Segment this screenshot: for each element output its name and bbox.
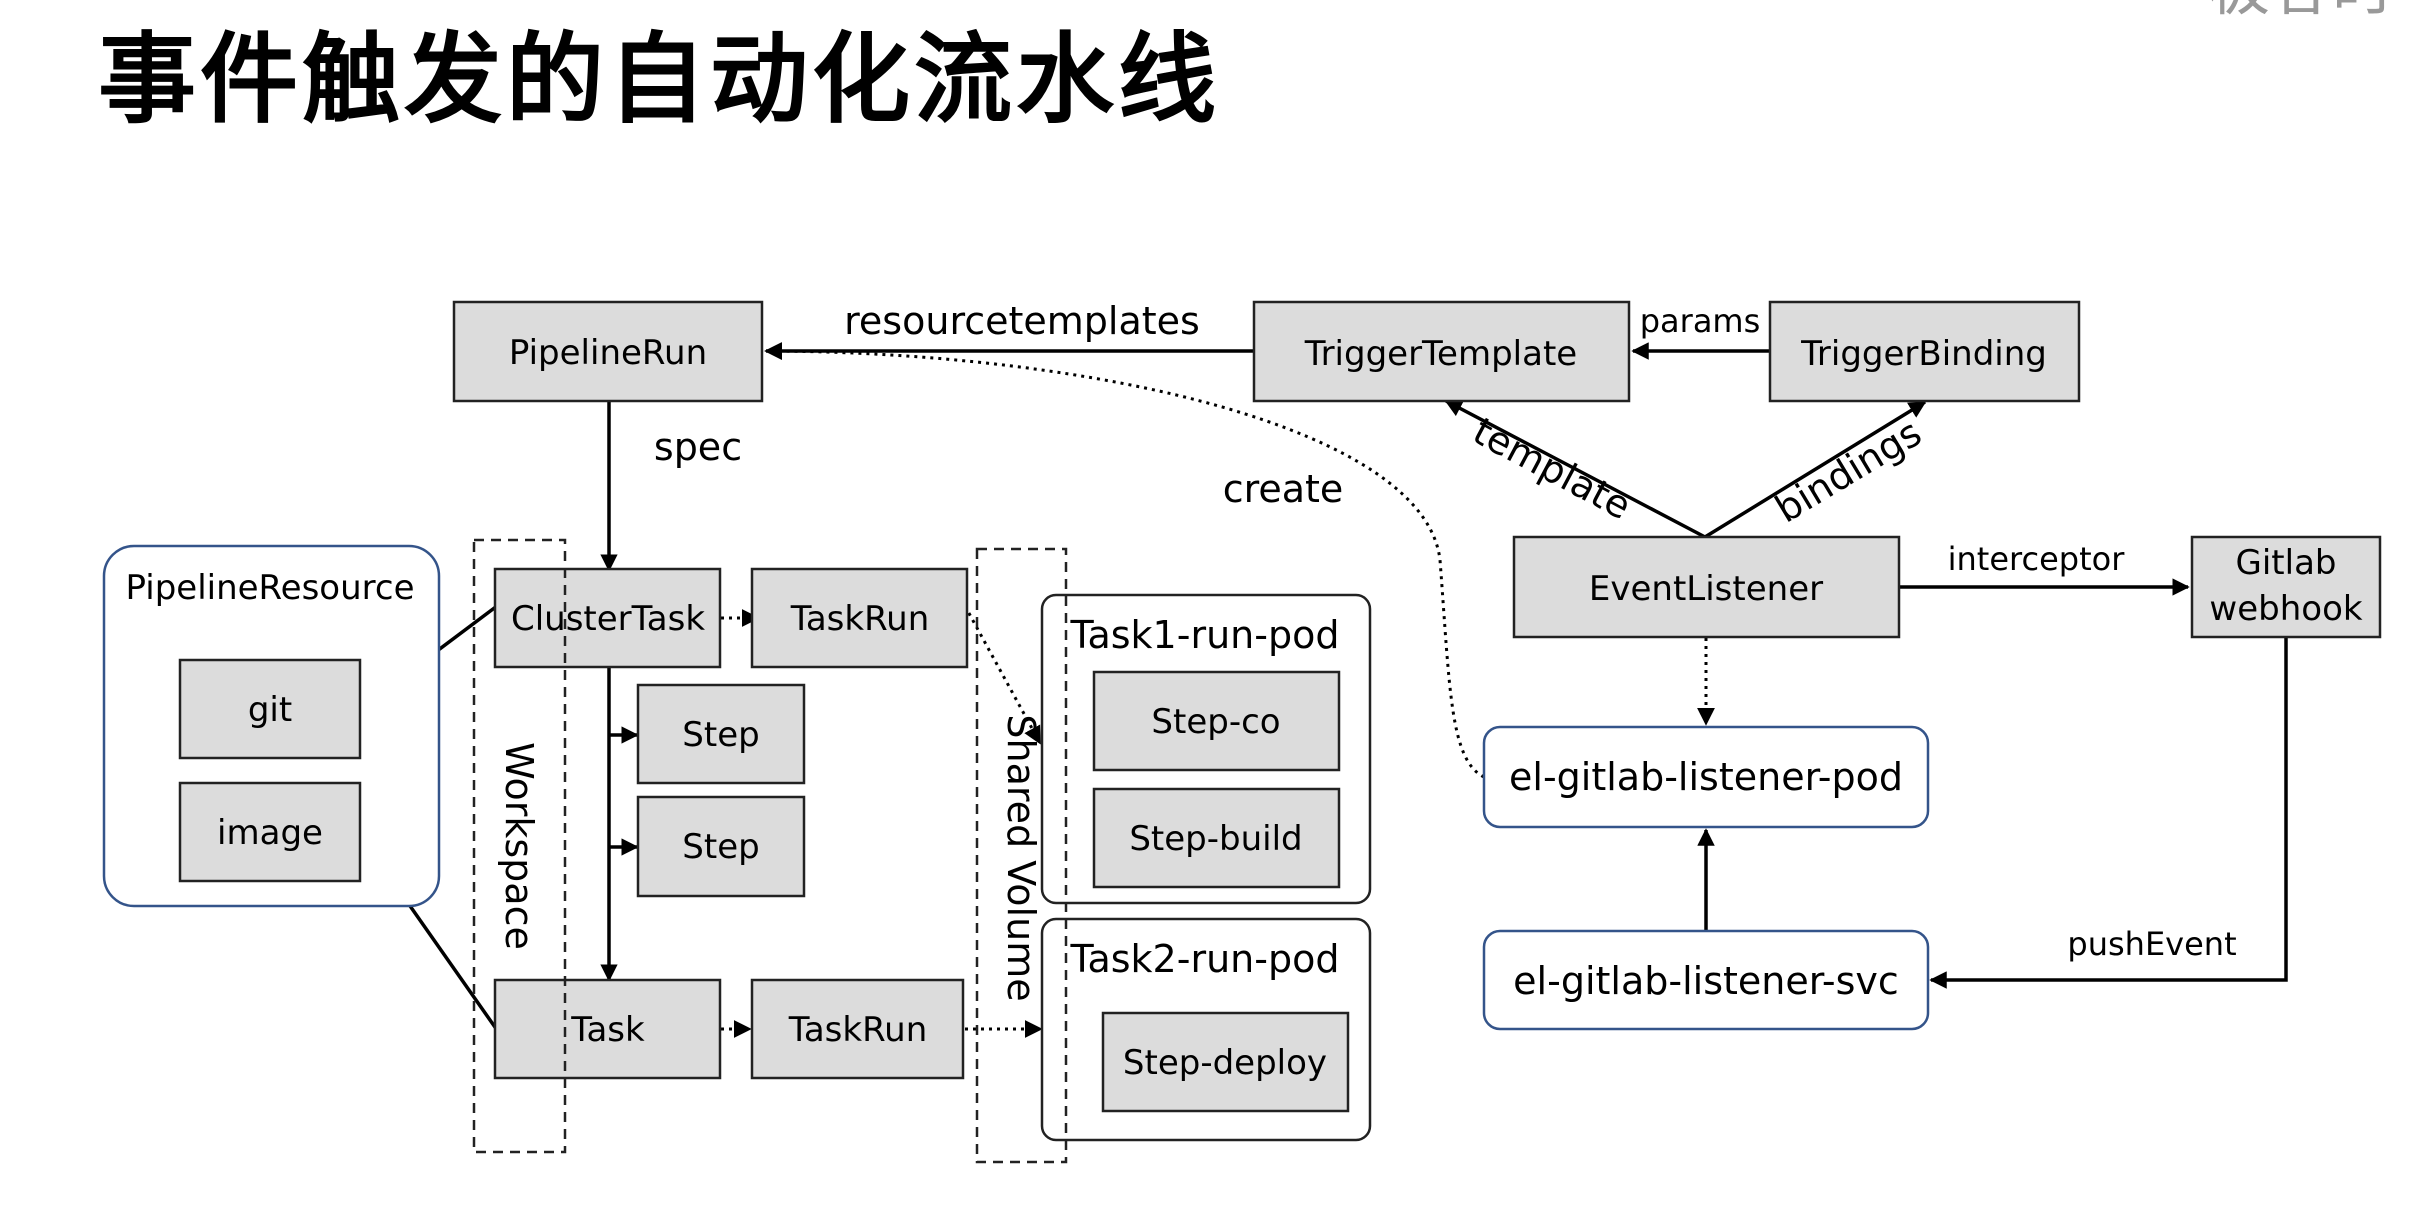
params-label: params (1640, 302, 1761, 340)
task2-pod-group: Task2-run-pod Step-deploy (1040, 917, 1372, 1142)
trigger-binding-node: TriggerBinding (1768, 300, 2081, 403)
event-listener-node: EventListener (1512, 535, 1901, 639)
taskrun-1-node: TaskRun (750, 567, 969, 669)
git-label: git (248, 690, 292, 730)
create-label: create (1223, 467, 1344, 511)
el-listener-svc-label: el-gitlab-listener-svc (1513, 959, 1899, 1003)
cluster-task-label: ClusterTask (511, 599, 705, 639)
gitlab-webhook-label-line1: Gitlab (2236, 543, 2337, 583)
trigger-template-node: TriggerTemplate (1252, 300, 1631, 403)
shared-volume-label: Shared Volume (999, 714, 1043, 1001)
task1-pod-group: Task1-run-pod Step-co Step-build (1040, 593, 1372, 905)
taskrun-2-node: TaskRun (750, 978, 965, 1080)
bindings-label: bindings (1768, 410, 1929, 531)
step-deploy-label: Step-deploy (1123, 1043, 1327, 1083)
trigger-binding-label: TriggerBinding (1800, 334, 2047, 374)
spec-label: spec (654, 425, 742, 469)
push-event-arrow (1929, 638, 2288, 989)
template-arrow (1444, 399, 1706, 539)
shared-volume-region: Shared Volume (975, 547, 1068, 1164)
workspace-region: Workspace (472, 538, 567, 1154)
page-title: 事件触发的自动化流水线 (98, 23, 1221, 137)
step-build-label: Step-build (1129, 819, 1302, 859)
step-2-node: Step (636, 795, 806, 898)
push-event-label: pushEvent (2067, 925, 2236, 963)
event-listener-label: EventListener (1589, 569, 1823, 609)
bindings-arrow (1704, 400, 1927, 539)
logo-text: 极客时 (2208, 0, 2424, 20)
pipeline-resource-group: PipelineResource git image (102, 544, 441, 908)
el-listener-pod-node: el-gitlab-listener-pod (1482, 725, 1930, 829)
resourcetemplates-label: resourcetemplates (844, 299, 1200, 343)
step-2-label: Step (682, 827, 759, 867)
image-label: image (217, 813, 323, 853)
el-listener-svc-node: el-gitlab-listener-svc (1482, 929, 1930, 1031)
pipeline-resource-label: PipelineResource (126, 568, 415, 608)
task1-pod-label: Task1-run-pod (1070, 613, 1340, 657)
cluster-task-node: ClusterTask (493, 567, 722, 669)
step-1-label: Step (682, 715, 759, 755)
gitlab-webhook-node: Gitlab webhook (2190, 535, 2382, 639)
el-listener-pod-label: el-gitlab-listener-pod (1509, 755, 1903, 799)
step-1-node: Step (636, 683, 806, 785)
create-dotted-arrow (764, 342, 1485, 779)
taskrun-2-label: TaskRun (788, 1010, 928, 1050)
pipeline-run-label: PipelineRun (509, 333, 707, 373)
trigger-template-label: TriggerTemplate (1304, 334, 1577, 374)
taskrun-1-label: TaskRun (790, 599, 930, 639)
interceptor-label: interceptor (1948, 540, 2126, 578)
step-co-label: Step-co (1151, 702, 1280, 742)
task-label: Task (570, 1010, 645, 1050)
pipeline-run-node: PipelineRun (452, 300, 764, 403)
taskrun-to-task1pod-arrow (963, 605, 1042, 745)
task2-pod-label: Task2-run-pod (1070, 937, 1340, 981)
gitlab-webhook-label-line2: webhook (2209, 589, 2362, 629)
template-label: template (1466, 409, 1638, 528)
task-node: Task (493, 978, 722, 1080)
workspace-label: Workspace (497, 742, 541, 950)
